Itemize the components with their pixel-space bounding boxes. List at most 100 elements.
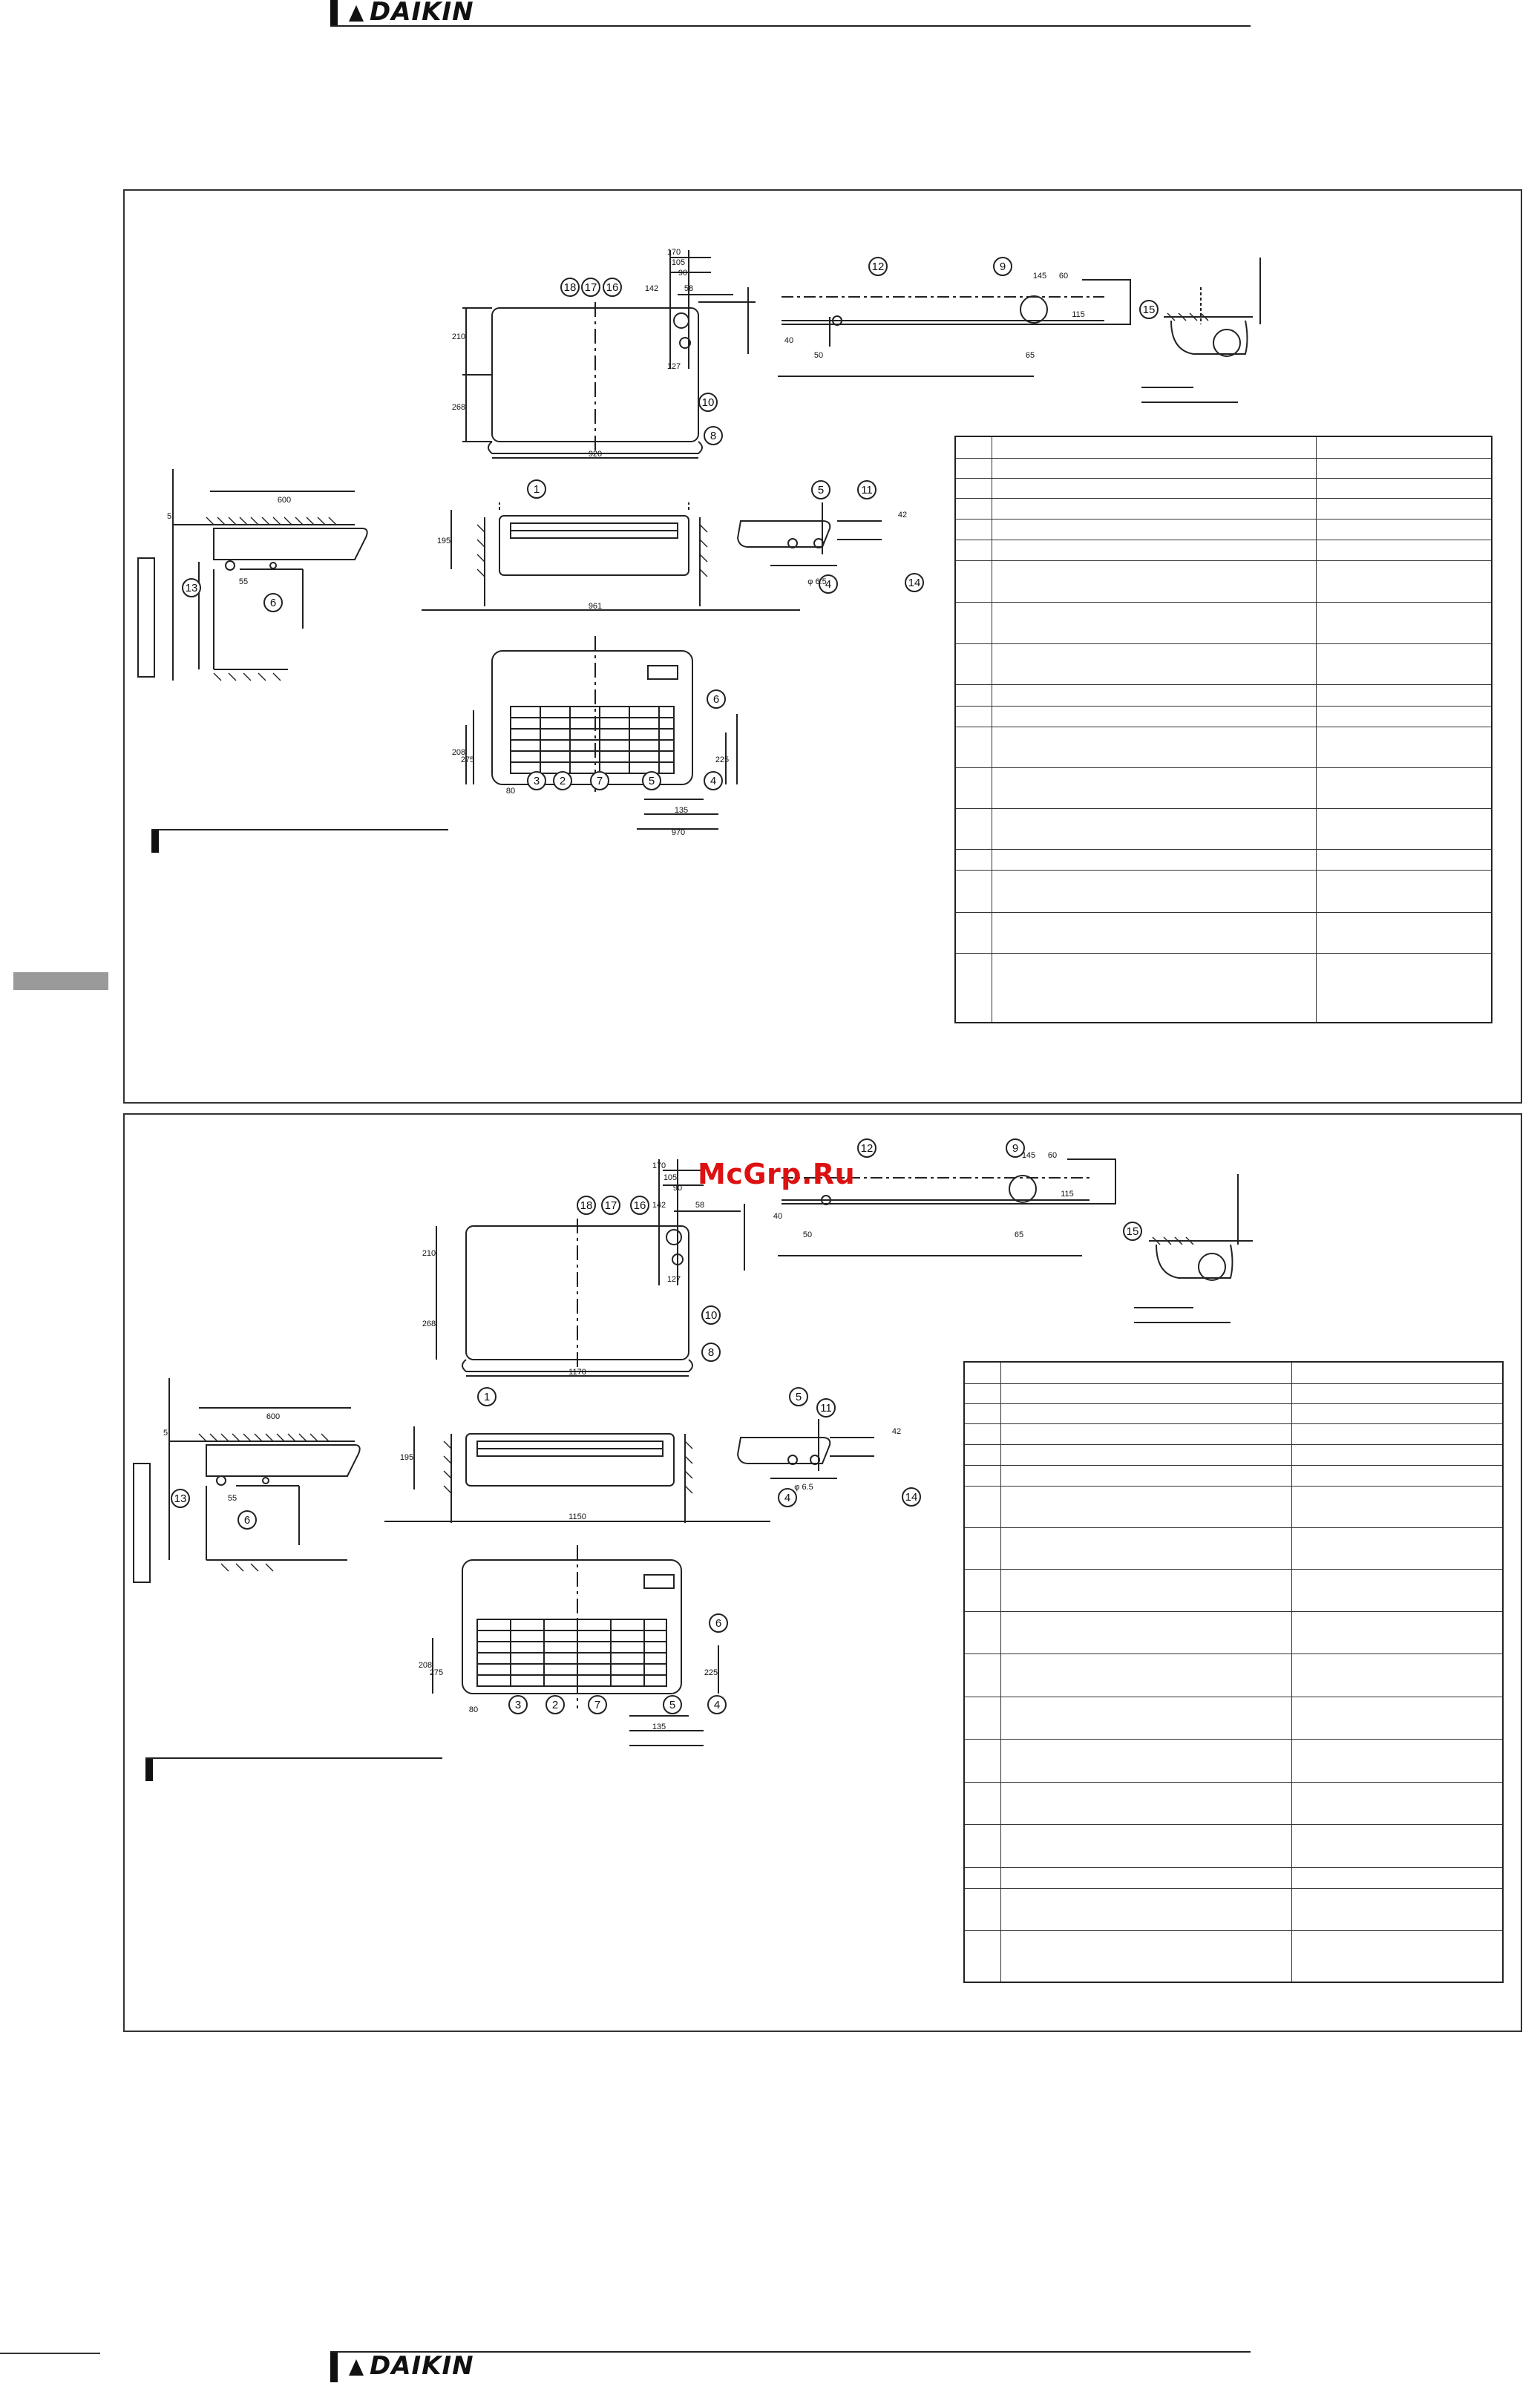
callout-3-b: 3 bbox=[515, 1699, 521, 1711]
dim-115-b: 115 bbox=[1061, 1190, 1074, 1199]
callout-4b: 4 bbox=[825, 578, 831, 591]
spec-row bbox=[956, 560, 1491, 561]
spec-row bbox=[965, 1888, 1502, 1889]
spec-col-split-1 bbox=[1000, 1363, 1001, 1982]
spec-row bbox=[965, 1824, 1502, 1825]
section-marker-bottom bbox=[145, 1759, 153, 1781]
spec-row bbox=[956, 458, 1491, 459]
dim-80: 80 bbox=[506, 787, 515, 796]
side-section-tab bbox=[13, 972, 108, 990]
dim-50: 50 bbox=[814, 351, 823, 360]
spec-row bbox=[956, 519, 1491, 520]
callout-15-b: 15 bbox=[1127, 1225, 1139, 1238]
spec-row bbox=[965, 1611, 1502, 1612]
dim-90: 90 bbox=[678, 269, 687, 278]
spec-row bbox=[965, 1782, 1502, 1783]
drawing-bottom-svg: 1 2 3 4 5 6 7 8 9 10 11 12 13 14 15 16 1… bbox=[133, 1138, 1253, 1746]
dim-60-b: 60 bbox=[1048, 1151, 1057, 1160]
dim-170: 170 bbox=[667, 248, 681, 257]
callout-14-b: 14 bbox=[905, 1491, 918, 1504]
dim-55-b: 55 bbox=[228, 1494, 237, 1503]
footer-bar-mark bbox=[330, 2353, 338, 2382]
callout-10-b: 10 bbox=[705, 1309, 718, 1322]
dim-105-b: 105 bbox=[663, 1173, 677, 1182]
section-rule-top bbox=[151, 829, 448, 830]
dim-105: 105 bbox=[672, 258, 685, 267]
dim-127: 127 bbox=[667, 362, 681, 371]
footer-rule bbox=[0, 2353, 100, 2354]
spec-table-bottom bbox=[963, 1361, 1504, 1983]
dim-275-b: 275 bbox=[430, 1668, 443, 1677]
dim-145: 145 bbox=[1033, 272, 1046, 281]
spec-row bbox=[965, 1423, 1502, 1424]
callout-5b: 5 bbox=[818, 484, 824, 496]
dim-42: 42 bbox=[898, 511, 907, 520]
spec-row bbox=[956, 849, 1491, 850]
dim-208-b: 208 bbox=[419, 1661, 432, 1670]
callout-7-b: 7 bbox=[594, 1699, 600, 1711]
spec-row bbox=[965, 1444, 1502, 1445]
dim-50-b: 50 bbox=[803, 1230, 812, 1239]
spec-row bbox=[965, 1527, 1502, 1528]
spec-row bbox=[956, 808, 1491, 809]
callout-6b: 6 bbox=[713, 693, 719, 706]
callout-5c: 5 bbox=[796, 1391, 802, 1403]
dim-40: 40 bbox=[784, 336, 793, 345]
spec-row bbox=[965, 1930, 1502, 1931]
dim-225: 225 bbox=[715, 756, 729, 764]
header-brand: DAIKIN bbox=[370, 0, 474, 27]
spec-row bbox=[956, 912, 1491, 913]
dim-195: 195 bbox=[437, 537, 450, 545]
callout-12: 12 bbox=[872, 260, 885, 273]
dim-58-b: 58 bbox=[695, 1201, 704, 1210]
dim-phi65: φ 6.5 bbox=[807, 577, 826, 586]
callout-1: 1 bbox=[534, 483, 540, 496]
dim-600-b: 600 bbox=[266, 1412, 280, 1421]
callout-9-b: 9 bbox=[1012, 1142, 1018, 1155]
section-rule-bottom bbox=[145, 1757, 442, 1759]
spec-row bbox=[956, 767, 1491, 768]
spec-row bbox=[965, 1867, 1502, 1868]
dim-210-b: 210 bbox=[422, 1249, 436, 1258]
spec-row bbox=[965, 1486, 1502, 1487]
dim-275: 275 bbox=[461, 756, 474, 764]
dim-65-b: 65 bbox=[1015, 1230, 1023, 1239]
dim-170-b: 170 bbox=[652, 1161, 666, 1170]
daikin-logo-icon bbox=[349, 5, 364, 22]
spec-row bbox=[956, 953, 1491, 954]
callout-4-b: 4 bbox=[714, 1699, 720, 1711]
header-rule bbox=[330, 25, 1251, 27]
dim-90-b: 90 bbox=[673, 1184, 682, 1193]
dim-60: 60 bbox=[1059, 272, 1068, 281]
spec-table-top bbox=[954, 436, 1493, 1023]
spec-row bbox=[965, 1569, 1502, 1570]
callout-18-b: 18 bbox=[580, 1199, 593, 1212]
dim-front-width: 961 bbox=[589, 602, 602, 611]
section-marker-top bbox=[151, 830, 159, 853]
callout-9: 9 bbox=[1000, 260, 1006, 273]
spec-col-split-2 bbox=[1316, 437, 1317, 1022]
dim-127-b: 127 bbox=[667, 1275, 681, 1284]
dim-142-b: 142 bbox=[652, 1201, 666, 1210]
dim-195-b: 195 bbox=[400, 1453, 413, 1462]
callout-6c: 6 bbox=[715, 1617, 721, 1630]
dim-58: 58 bbox=[684, 284, 693, 293]
dim-42-b: 42 bbox=[892, 1427, 901, 1436]
dim-142: 142 bbox=[645, 284, 658, 293]
dim-268-b: 268 bbox=[422, 1320, 436, 1328]
spec-row bbox=[956, 643, 1491, 644]
callout-4c: 4 bbox=[784, 1492, 790, 1504]
footer-brand: DAIKIN bbox=[370, 2351, 474, 2381]
dim-front-width-b: 1150 bbox=[569, 1512, 586, 1521]
dim-210: 210 bbox=[452, 332, 465, 341]
dim-40-b: 40 bbox=[773, 1212, 782, 1221]
spec-row bbox=[956, 602, 1491, 603]
callout-2: 2 bbox=[560, 775, 566, 787]
header-bar-mark bbox=[330, 0, 338, 27]
callout-8: 8 bbox=[710, 430, 716, 442]
callout-18: 18 bbox=[564, 281, 577, 294]
dim-208: 208 bbox=[452, 748, 465, 757]
spec-row bbox=[965, 1383, 1502, 1384]
callout-13-b: 13 bbox=[174, 1492, 187, 1505]
footer-top-rule bbox=[330, 2351, 1251, 2353]
